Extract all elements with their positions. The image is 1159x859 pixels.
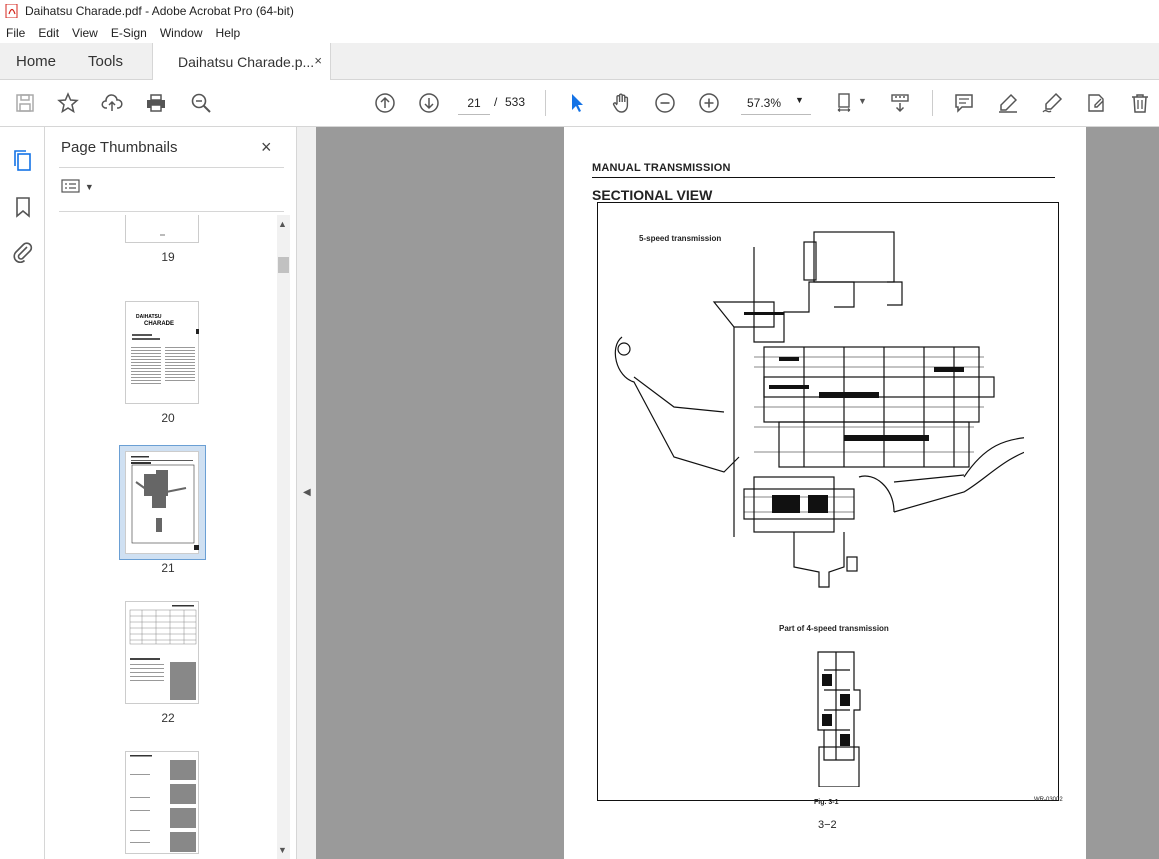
upload-icon[interactable] [99,90,125,116]
scroll-thumb[interactable] [278,257,289,273]
menu-esign[interactable]: E-Sign [110,25,147,40]
svg-text:DAIHATSU: DAIHATSU [136,314,162,320]
menu-bar: File Edit View E-Sign Window Help [0,22,1159,43]
options-chevron-icon: ▼ [84,182,94,192]
collapse-panel-icon[interactable]: ◀ [303,487,311,498]
attachment-icon[interactable] [11,240,35,264]
tab-close-icon[interactable]: × [314,53,322,68]
page-thumbnails-icon[interactable] [11,149,35,173]
next-page-icon[interactable] [416,90,442,116]
document-view[interactable]: MANUAL TRANSMISSION SECTIONAL VIEW 5-spe… [316,127,1159,859]
header-rule [592,177,1055,178]
label-5-speed: 5-speed transmission [639,234,722,243]
label-4-speed: Part of 4-speed transmission [779,624,889,633]
thumbnail-scrollbar[interactable]: ▲ ▼ [277,215,290,859]
previous-page-icon[interactable] [372,90,398,116]
thumbnail-label: 19 [161,250,175,264]
panel-close-icon[interactable]: × [261,137,272,157]
svg-text:CHARADE: CHARADE [144,321,174,327]
figure-code: WR-03002 [1034,797,1063,803]
comment-icon[interactable] [951,90,977,116]
hand-tool-icon[interactable] [608,90,634,116]
zoom-in-icon[interactable] [696,90,722,116]
page-header: MANUAL TRANSMISSION [592,162,731,174]
menu-window[interactable]: Window [159,25,203,40]
tab-document[interactable]: Daihatsu Charade.p... × [152,43,331,81]
panel-title: Page Thumbnails [61,139,178,156]
tab-home[interactable]: Home [16,53,57,70]
scroll-down-icon[interactable]: ▼ [278,845,287,855]
star-icon[interactable] [55,90,81,116]
menu-view[interactable]: View [72,25,98,40]
chevron-down-icon[interactable]: ▼ [795,95,804,105]
figure-caption: Fig. 3-1 [814,799,839,806]
thumbnail-page-selected[interactable] [125,451,199,554]
edit-pdf-icon[interactable] [1083,90,1109,116]
page-fit-chevron-icon[interactable]: ▼ [858,96,867,106]
sign-icon[interactable] [1039,90,1065,116]
figure-frame [597,202,1059,801]
save-icon[interactable] [12,90,38,116]
page-total: 533 [505,95,526,109]
section-title: SECTIONAL VIEW [592,187,713,203]
thumbnail-label: 20 [161,411,175,425]
acrobat-icon [5,4,18,18]
title-bar: Daihatsu Charade.pdf - Adobe Acrobat Pro… [0,0,1159,22]
page-fit-icon[interactable] [833,90,859,116]
thumbnail-label: 21 [161,561,175,575]
menu-help[interactable]: Help [215,25,241,40]
toolbar-divider [932,90,933,116]
select-cursor-icon[interactable] [564,90,590,116]
trash-icon[interactable] [1127,90,1153,116]
highlight-pen-icon[interactable] [995,90,1021,116]
tab-bar: Home Tools Daihatsu Charade.p... × [0,43,1159,81]
zoom-out-icon[interactable] [652,90,678,116]
four-speed-partial-drawing [817,651,861,761]
scroll-up-icon[interactable]: ▲ [278,219,287,229]
tab-document-label: Daihatsu Charade.p... [178,54,315,70]
thumbnail-page[interactable] [125,601,199,704]
scroll-mode-icon[interactable] [887,90,913,116]
thumbnail-page[interactable] [125,751,199,854]
thumbnail-page[interactable]: DAIHATSU CHARADE [125,301,199,404]
transmission-sectional-drawing [614,231,1024,787]
bookmark-icon[interactable] [11,195,35,219]
print-icon[interactable] [143,90,169,116]
page-number-input[interactable]: 21 [458,91,490,115]
panel-splitter[interactable]: ◀ [297,127,316,859]
toolbar: 21 / 533 57.3% ▼ ▼ [0,80,1159,127]
page-thumbnails-panel: Page Thumbnails × ▼ 19 DAIHATSU CHARADE … [45,127,297,859]
thumbnail-list: 19 DAIHATSU CHARADE 20 [59,215,277,859]
panel-divider [59,211,284,212]
menu-file[interactable]: File [6,25,26,40]
toolbar-divider [545,90,546,116]
thumbnail-page[interactable] [125,215,199,243]
page-separator: / [494,95,498,109]
tab-tools[interactable]: Tools [88,53,124,70]
zoom-search-icon[interactable] [188,90,214,116]
menu-edit[interactable]: Edit [38,25,60,40]
pdf-page: MANUAL TRANSMISSION SECTIONAL VIEW 5-spe… [564,127,1086,859]
panel-divider [59,167,284,168]
thumbnail-label: 22 [161,711,175,725]
window-title: Daihatsu Charade.pdf - Adobe Acrobat Pro… [25,4,294,18]
page-number: 3−2 [818,819,837,831]
thumbnail-options-button[interactable]: ▼ [61,179,94,196]
left-rail [0,127,45,859]
list-options-icon [61,179,80,193]
zoom-level-select[interactable]: 57.3% [741,91,811,115]
